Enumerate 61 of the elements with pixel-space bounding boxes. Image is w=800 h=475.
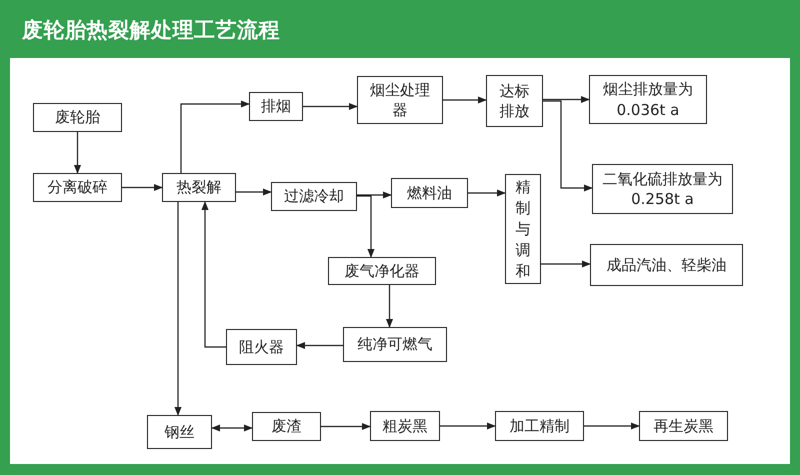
node-label: 排烟 [261,96,291,117]
node-label: 粗炭黑 [382,416,428,436]
node-label: 热裂解 [176,177,222,198]
node-label: 燃料油 [407,182,452,204]
arrow [321,422,371,430]
arrow [296,342,343,350]
node-label: 达标排放 [498,80,530,122]
arrow [211,424,253,432]
process-box [486,75,543,127]
node-label: 二氧化硫排放量为0.258t a [602,168,724,210]
node-label: 钢丝 [164,422,194,442]
process-box [495,411,584,441]
process-box [33,103,122,132]
arrow [174,202,182,416]
node-label: 再生炭黑 [654,416,714,436]
arrow [584,422,640,430]
node-label: 阻火器 [239,336,284,358]
arrow [236,188,272,196]
arrow [541,260,591,268]
diagram-title: 废轮胎热裂解处理工艺流程 [22,17,280,44]
process-box [226,329,297,365]
process-box [162,173,236,202]
arrow [180,100,250,173]
arrow [201,201,226,348]
arrow [122,184,163,192]
node-label: 废渣 [272,416,302,437]
arrow [543,100,593,192]
process-box [592,164,733,214]
arrow [468,189,506,197]
node-label: 精制与调和 [516,176,530,282]
node-label: 烟尘排放量为0.036t a [602,79,694,120]
arrow [357,195,375,258]
node-label: 分离破碎 [48,177,108,198]
arrow [543,96,590,104]
process-box [343,327,447,362]
node-label: 加工精制 [510,416,570,436]
arrow [386,285,394,328]
node-label: 废轮胎 [55,107,100,128]
process-box [370,411,440,441]
process-box [391,178,468,208]
arrow [303,102,358,110]
process-box [33,173,122,202]
process-box [590,244,743,286]
arrow [440,422,496,430]
process-box [252,412,321,441]
process-box [505,174,541,284]
process-box [271,182,357,211]
arrow [357,191,392,199]
node-label: 废气净化器 [344,260,420,282]
arrow [443,96,487,104]
node-label: 烟尘处理器 [369,80,431,120]
process-box [357,76,443,124]
process-box [249,92,303,121]
process-box [639,411,728,441]
process-box [589,75,707,124]
arrow [74,132,82,174]
process-box [147,415,212,449]
node-label: 成品汽油、轻柴油 [606,254,726,276]
node-label: 纯净可燃气 [358,334,432,355]
node-label: 过滤冷却 [284,186,344,207]
process-box [328,257,436,285]
